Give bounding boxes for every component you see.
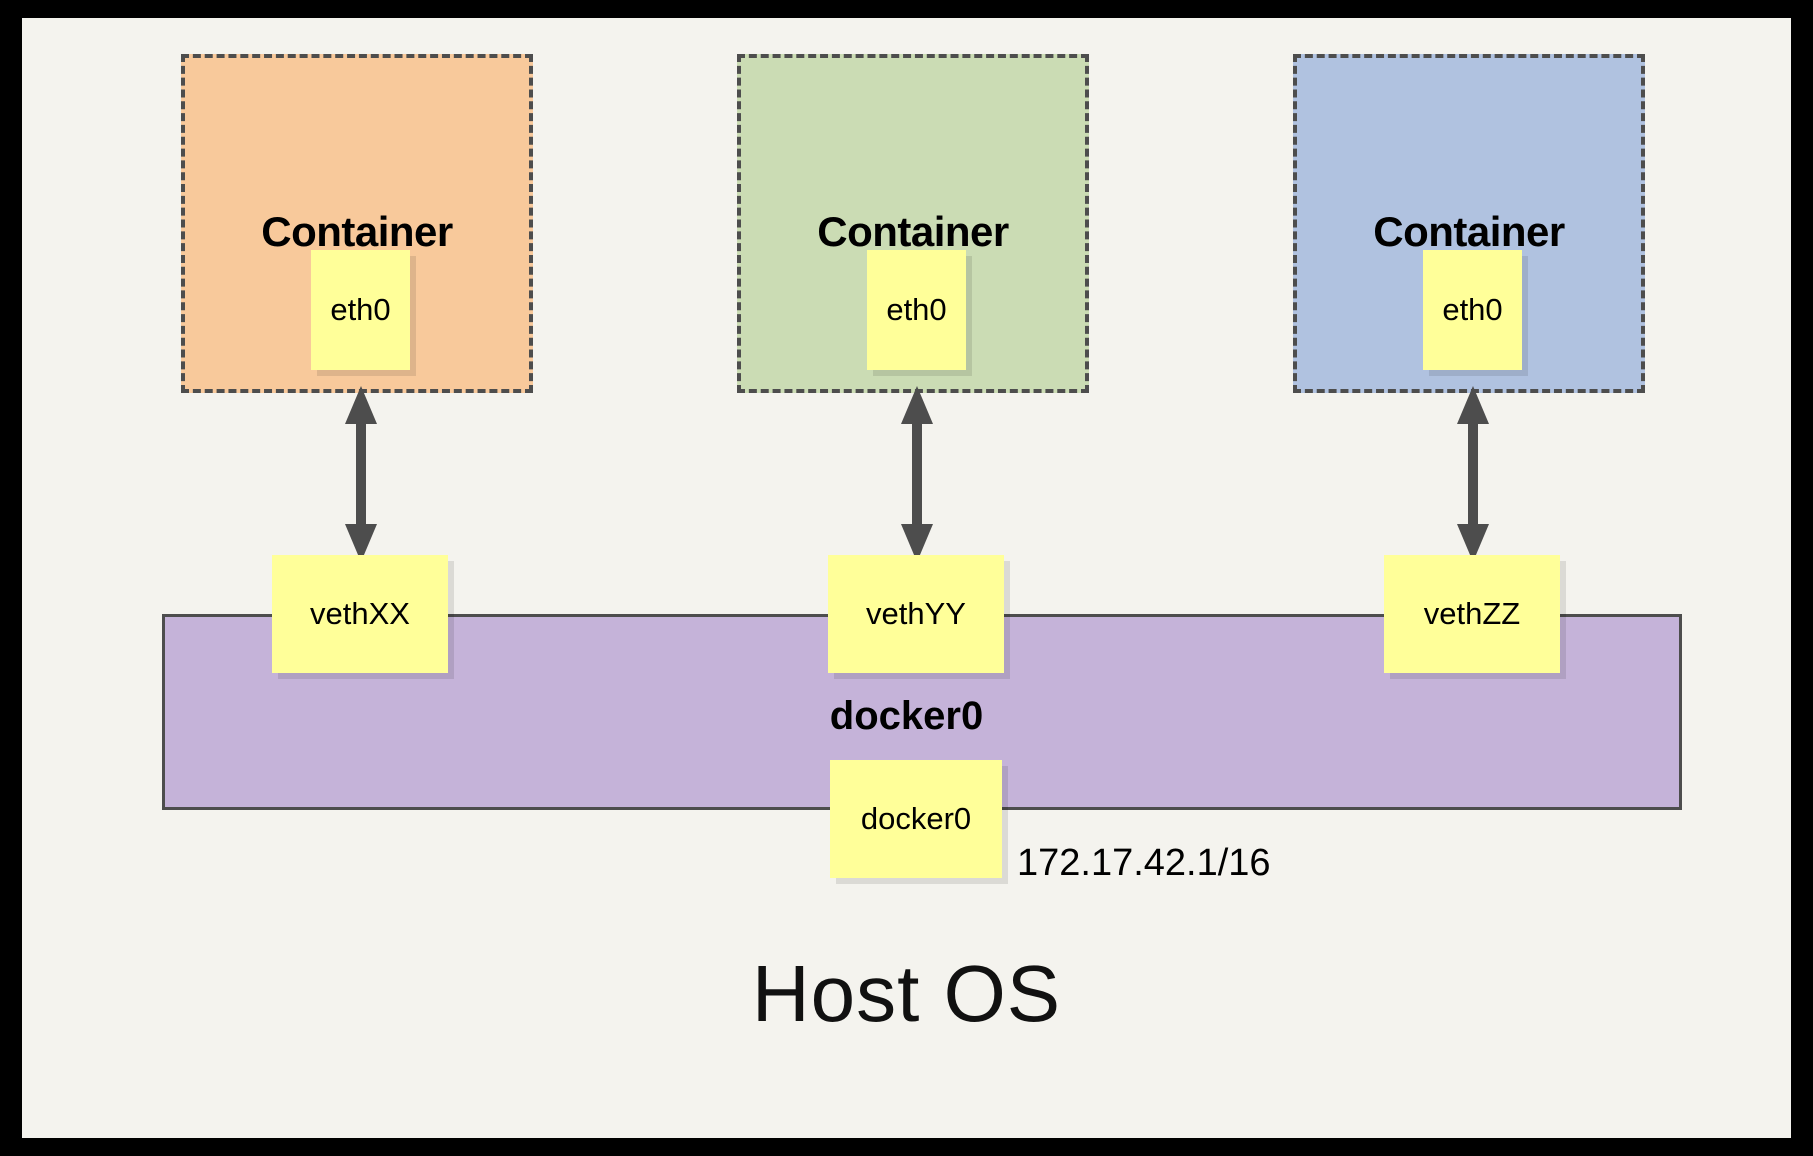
veth-label-2: vethYY [866, 596, 966, 631]
docker0-ip-address: 172.17.42.1/16 [1017, 842, 1271, 884]
connection-arrow-3 [1457, 386, 1489, 562]
docker0-interface-note: docker0 [830, 760, 1002, 878]
eth0-label-3: eth0 [1442, 292, 1503, 327]
docker0-bridge-label: docker0 [829, 694, 984, 738]
veth-interface-3: vethZZ [1384, 555, 1560, 673]
connection-arrow-1 [345, 386, 377, 562]
veth-label-1: vethXX [310, 596, 410, 631]
container-label-2: Container [817, 208, 1009, 255]
eth0-interface-2: eth0 [867, 250, 966, 370]
connection-arrow-2 [901, 386, 933, 562]
eth0-label-1: eth0 [330, 292, 391, 327]
eth0-interface-1: eth0 [311, 250, 410, 370]
container-label-3: Container [1373, 208, 1565, 255]
eth0-label-2: eth0 [886, 292, 947, 327]
docker0-interface-label: docker0 [860, 801, 972, 836]
veth-interface-1: vethXX [272, 555, 448, 673]
host-os-region: Container eth0 Container eth0 Container … [22, 18, 1791, 1138]
container-label-1: Container [261, 208, 453, 255]
eth0-interface-3: eth0 [1423, 250, 1522, 370]
veth-interface-2: vethYY [828, 555, 1004, 673]
host-os-label: Host OS [751, 949, 1062, 1038]
veth-label-3: vethZZ [1423, 596, 1521, 631]
